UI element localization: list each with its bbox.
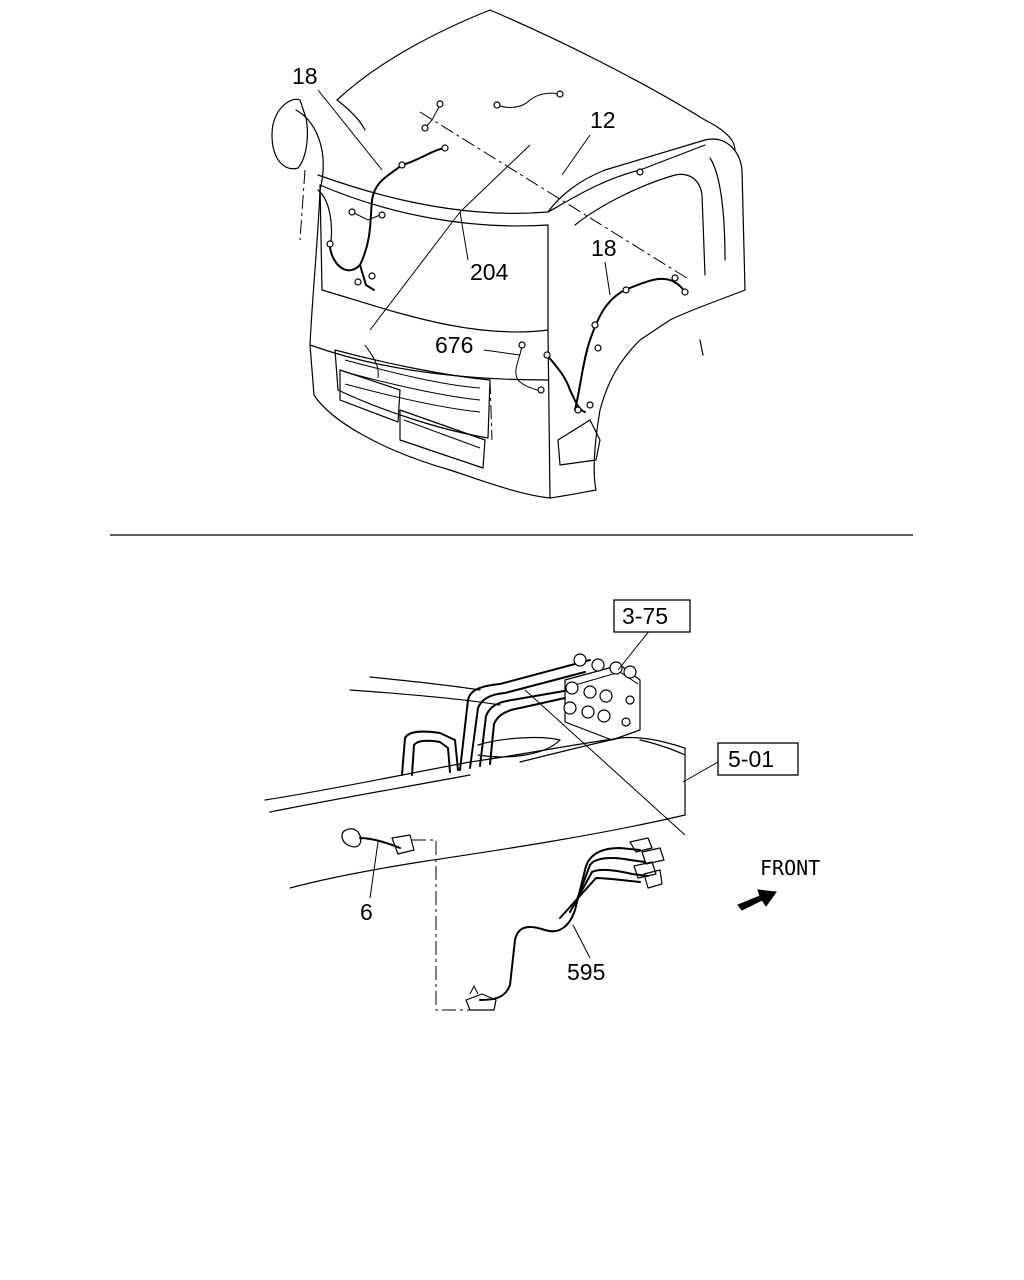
cab-wiring-harness	[326, 90, 689, 414]
bottom-leader-lines	[369, 629, 719, 959]
front-label: FRONT	[760, 856, 820, 880]
top-leader-lines	[317, 89, 611, 356]
label-3-75: 3-75	[622, 603, 668, 629]
chassis-frame-illustration	[264, 653, 686, 889]
truck-cab-illustration	[271, 9, 746, 499]
label-18-left: 18	[292, 63, 318, 89]
label-5-01-box: 5-01	[717, 742, 799, 776]
label-5-01: 5-01	[728, 746, 774, 772]
label-204: 204	[470, 259, 509, 285]
label-18-right: 18	[591, 235, 617, 261]
label-6: 6	[360, 899, 373, 925]
label-12: 12	[590, 107, 616, 133]
front-arrow-icon	[737, 889, 777, 911]
label-3-75-box: 3-75	[613, 599, 691, 633]
label-595: 595	[567, 959, 605, 985]
label-676: 676	[435, 332, 473, 358]
harness-595-illustration	[341, 828, 665, 1011]
